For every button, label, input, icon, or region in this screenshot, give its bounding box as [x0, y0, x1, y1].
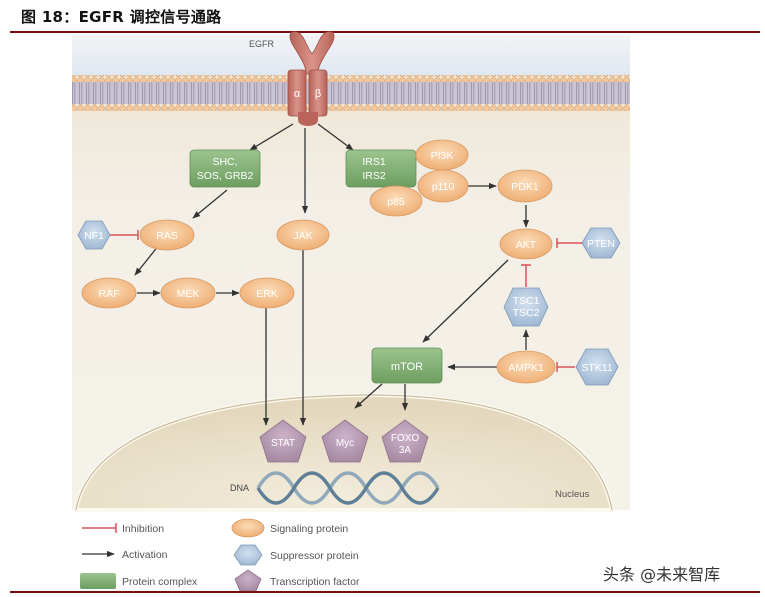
svg-text:IRS1: IRS1 — [362, 156, 386, 168]
complex-mtor: mTOR — [371, 347, 443, 384]
arrow-mtor-myc — [354, 383, 383, 409]
tf-foxo3a: FOXO 3A — [381, 419, 429, 463]
arrow-egfr-shc — [249, 123, 294, 151]
legend-protein-complex: Protein complex — [80, 573, 198, 589]
signaling-erk: ERK — [239, 277, 295, 309]
svg-text:Inhibition: Inhibition — [122, 523, 164, 535]
svg-text:IRS2: IRS2 — [362, 170, 386, 182]
activation-arrows — [134, 123, 530, 426]
svg-text:FOXO: FOXO — [391, 433, 420, 444]
signaling-p110: p110 — [417, 169, 469, 203]
svg-text:SOS, GRB2: SOS, GRB2 — [197, 170, 254, 182]
svg-text:PI3K: PI3K — [431, 150, 454, 162]
figure-title: 图 18：EGFR 调控信号通路 — [21, 8, 222, 26]
inhibition-lines — [110, 230, 582, 372]
svg-text:PTEN: PTEN — [587, 238, 615, 250]
signaling-pi3k: PI3K — [415, 139, 469, 171]
signaling-mek: MEK — [160, 277, 216, 309]
svg-text:p85: p85 — [387, 196, 405, 208]
cell-membrane — [72, 75, 630, 111]
suppressor-stk11: STK11 — [575, 348, 619, 386]
svg-text:Signaling protein: Signaling protein — [270, 523, 348, 535]
top-divider — [10, 31, 760, 33]
svg-text:ERK: ERK — [256, 288, 278, 300]
svg-text:Activation: Activation — [122, 549, 168, 561]
svg-text:NF1: NF1 — [84, 230, 104, 242]
svg-text:STAT: STAT — [271, 438, 295, 449]
receptor-beta-label: β — [315, 88, 321, 100]
svg-text:mTOR: mTOR — [391, 361, 423, 373]
legend-transcription-factor: Transcription factor — [234, 569, 360, 592]
suppressor-tsc1-tsc2: TSC1 TSC2 — [503, 287, 549, 327]
bottom-divider — [10, 591, 760, 593]
suppressor-nf1: NF1 — [77, 220, 111, 250]
nucleus-label: Nucleus — [555, 489, 590, 500]
svg-text:JAK: JAK — [293, 230, 312, 242]
svg-text:3A: 3A — [399, 445, 412, 456]
svg-text:RAS: RAS — [156, 230, 178, 242]
tf-stat: STAT — [259, 419, 307, 463]
receptor-alpha-label: α — [294, 88, 301, 100]
legend-signaling-protein: Signaling protein — [231, 518, 348, 538]
svg-text:AMPK1: AMPK1 — [508, 362, 544, 374]
svg-text:MEK: MEK — [177, 288, 200, 300]
svg-text:p110: p110 — [432, 181, 455, 193]
svg-text:PDK1: PDK1 — [511, 181, 539, 193]
svg-text:TSC1: TSC1 — [513, 295, 540, 307]
legend-inhibition: Inhibition — [82, 523, 164, 535]
svg-text:Protein complex: Protein complex — [122, 576, 198, 588]
complex-irs1-irs2: IRS1 IRS2 — [345, 149, 417, 188]
signaling-ras: RAS — [139, 219, 195, 251]
arrow-egfr-irs — [317, 123, 354, 151]
svg-text:RAF: RAF — [99, 288, 120, 300]
legend-activation: Activation — [82, 549, 168, 561]
svg-text:SHC,: SHC, — [212, 156, 237, 168]
dna-helix — [256, 471, 440, 505]
signaling-p85: p85 — [369, 185, 423, 217]
complex-shc-sos-grb2: SHC, SOS, GRB2 — [189, 149, 261, 188]
signaling-ampk1: AMPK1 — [496, 350, 556, 384]
legend: Inhibition Activation Protein complex Si… — [80, 518, 360, 592]
arrow-akt-mtor — [422, 259, 509, 343]
signaling-raf: RAF — [81, 277, 137, 309]
tf-myc: Myc — [321, 419, 369, 463]
legend-suppressor-protein: Suppressor protein — [233, 544, 359, 566]
egfr-label: EGFR — [249, 39, 275, 49]
dna-label: DNA — [230, 483, 249, 493]
svg-text:Myc: Myc — [336, 438, 354, 449]
egfr-receptor: α β — [287, 31, 335, 126]
svg-text:TSC2: TSC2 — [513, 307, 540, 319]
svg-text:Transcription factor: Transcription factor — [270, 576, 360, 588]
svg-text:AKT: AKT — [516, 239, 537, 251]
arrow-ras-raf — [134, 244, 160, 276]
svg-text:STK11: STK11 — [581, 362, 612, 374]
signaling-pdk1: PDK1 — [497, 169, 553, 203]
suppressor-pten: PTEN — [581, 227, 621, 259]
svg-text:Suppressor protein: Suppressor protein — [270, 550, 359, 562]
watermark: 头条 @未来智库 — [603, 565, 721, 584]
signaling-jak: JAK — [276, 219, 330, 251]
signaling-akt: AKT — [499, 228, 553, 260]
arrow-shc-ras — [192, 189, 228, 219]
